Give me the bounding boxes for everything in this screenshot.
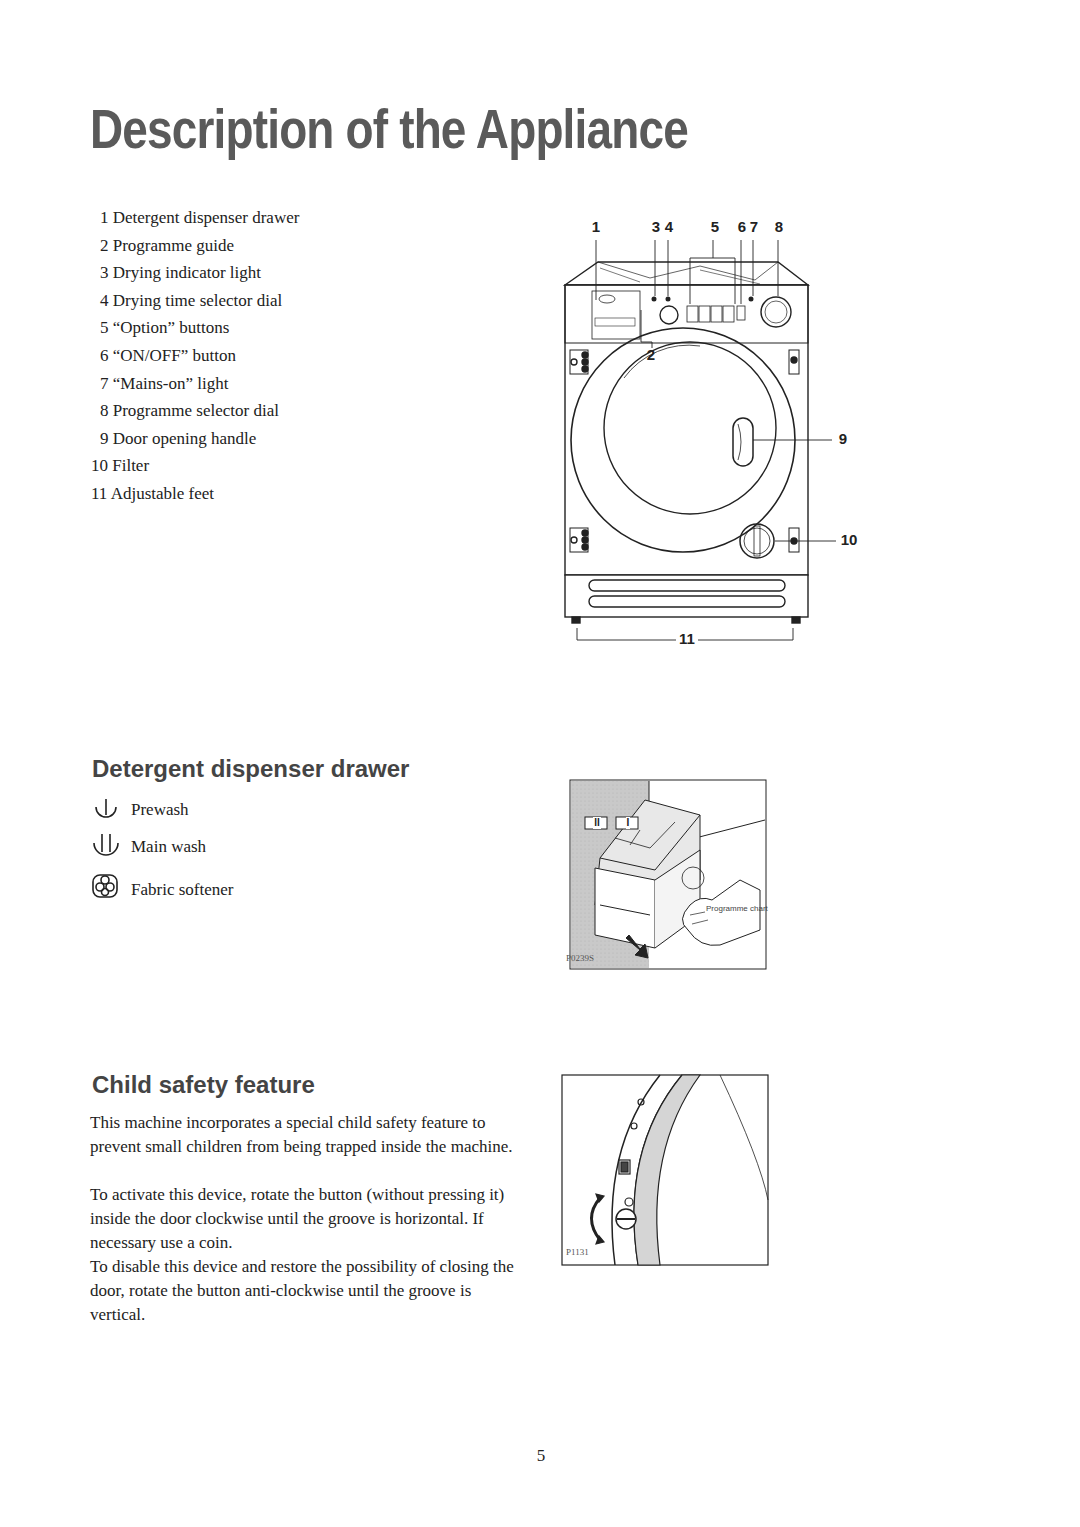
callout-number: 5 [710, 218, 720, 236]
legend-item: 11 Adjustable feet [91, 484, 214, 504]
door-illustration [562, 1075, 768, 1265]
legend-item: 8 Programme selector dial [100, 401, 279, 421]
figure-code: P1131 [566, 1247, 589, 1258]
callout-number: 7 [749, 218, 759, 236]
paragraph: To activate this device, rotate the butt… [90, 1183, 520, 1255]
callout-number: 11 [678, 630, 696, 648]
paragraph: To disable this device and restore the p… [90, 1255, 520, 1327]
callout-number: 3 [651, 218, 661, 236]
figure-code: P0239S [566, 953, 594, 964]
leader-lines [577, 240, 836, 640]
legend-item: 4 Drying time selector dial [100, 291, 282, 311]
section-heading: Detergent dispenser drawer [92, 755, 409, 784]
legend-item: 10 Filter [91, 456, 149, 476]
dispenser-symbols [93, 799, 118, 897]
callout-number: 2 [646, 346, 656, 364]
callout-number: 8 [774, 218, 784, 236]
drawer-caption: Programme chart [706, 904, 768, 914]
compartment-mark: I [626, 817, 631, 829]
compartment-mark: II [593, 817, 601, 829]
legend-item: 6 “ON/OFF” button [100, 346, 236, 366]
machine-drawing [565, 262, 808, 623]
callout-number: 9 [838, 430, 848, 448]
legend-item: 1 Detergent dispenser drawer [100, 208, 299, 228]
callout-number: 4 [664, 218, 674, 236]
legend-item: 5 “Option” buttons [100, 318, 229, 338]
callout-number: 6 [737, 218, 747, 236]
drawer-illustration [570, 780, 766, 969]
legend-item: 9 Door opening handle [100, 429, 256, 449]
compartment-label: Prewash [131, 800, 189, 820]
compartment-label: Fabric softener [131, 880, 233, 900]
legend-item: 3 Drying indicator light [100, 263, 261, 283]
paragraph: This machine incorporates a special chil… [90, 1111, 520, 1159]
section-heading: Child safety feature [92, 1071, 315, 1100]
callout-number: 1 [591, 218, 601, 236]
page-title: Description of the Appliance [90, 96, 688, 161]
callout-number: 10 [840, 531, 859, 549]
page-number: 5 [536, 1446, 547, 1466]
compartment-label: Main wash [131, 837, 206, 857]
legend-item: 2 Programme guide [100, 236, 234, 256]
legend-item: 7 “Mains-on” light [100, 374, 228, 394]
